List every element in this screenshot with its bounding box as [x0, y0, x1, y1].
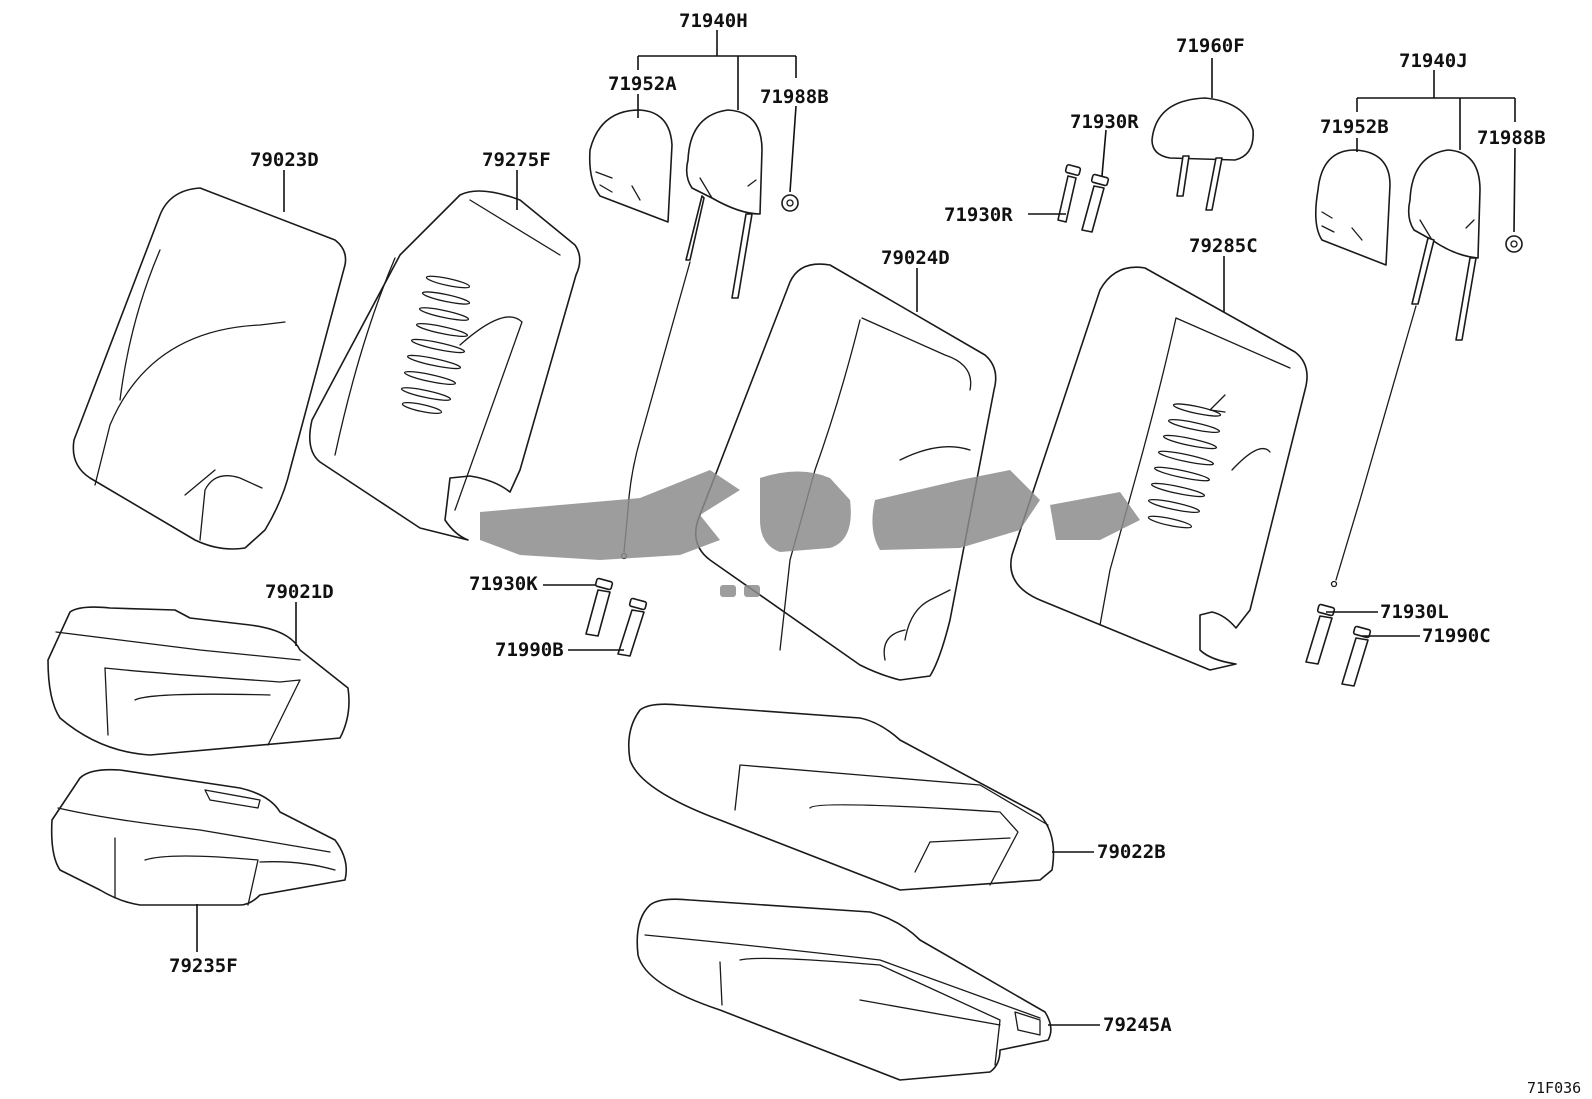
- label-71930l[interactable]: 71930L: [1380, 601, 1449, 623]
- part-71988b-nut-right[interactable]: [1505, 235, 1523, 253]
- label-79023d[interactable]: 79023D: [250, 149, 319, 171]
- part-79275f-left-seatback-pad[interactable]: [309, 190, 581, 541]
- leader-lines: [196, 30, 1516, 1026]
- pad-vent-slots-right: [1147, 403, 1222, 529]
- part-71952a-headrest-cover[interactable]: [588, 109, 673, 223]
- part-71952b-headrest-cover[interactable]: [1314, 149, 1391, 266]
- part-71990b-guide[interactable]: [617, 597, 648, 657]
- label-71960f[interactable]: 71960F: [1176, 35, 1245, 57]
- watermark-logo: [480, 470, 1140, 597]
- label-79245a[interactable]: 79245A: [1103, 1014, 1172, 1036]
- part-79245a-center-cushion-pad[interactable]: [636, 898, 1052, 1081]
- label-71940j[interactable]: 71940J: [1399, 50, 1468, 72]
- part-79285c-right-seatback-pad[interactable]: [1010, 266, 1308, 671]
- label-71930r-upper[interactable]: 71930R: [1070, 111, 1139, 133]
- label-71988b-left[interactable]: 71988B: [760, 86, 829, 108]
- label-71990b[interactable]: 71990B: [495, 639, 564, 661]
- part-79022b-center-cushion-cover[interactable]: [627, 703, 1055, 891]
- pad-vent-slots: [400, 275, 471, 415]
- label-71952a[interactable]: 71952A: [608, 73, 677, 95]
- label-79275f[interactable]: 79275F: [482, 149, 551, 171]
- label-79235f[interactable]: 79235F: [169, 955, 238, 977]
- part-71930l-guide[interactable]: [1305, 603, 1336, 665]
- part-labels: 71940H 71952A 71988B 71960F 71940J 71952…: [169, 10, 1581, 1097]
- label-71952b[interactable]: 71952B: [1320, 116, 1389, 138]
- part-79021d-left-cushion-cover[interactable]: [47, 606, 350, 756]
- label-79285c[interactable]: 79285C: [1189, 235, 1258, 257]
- label-71930k[interactable]: 71930K: [469, 573, 538, 595]
- part-79235f-left-cushion-pad[interactable]: [50, 768, 348, 906]
- label-79022b[interactable]: 79022B: [1097, 841, 1166, 863]
- part-71940j-headrest-right[interactable]: [1330, 149, 1481, 588]
- label-71930r-lower[interactable]: 71930R: [944, 204, 1013, 226]
- part-79023d-left-seatback-cover[interactable]: [72, 187, 347, 550]
- part-71988b-nut-left[interactable]: [781, 194, 799, 212]
- part-71930r-guide-pins[interactable]: [1057, 163, 1110, 233]
- part-71960f-center-headrest[interactable]: [1151, 97, 1254, 211]
- part-71990c-guide[interactable]: [1341, 625, 1372, 687]
- label-79021d[interactable]: 79021D: [265, 581, 334, 603]
- label-71988b-right[interactable]: 71988B: [1477, 127, 1546, 149]
- part-71930k-guide[interactable]: [585, 577, 614, 637]
- drawing-code: 71F036: [1527, 1079, 1581, 1097]
- label-71940h[interactable]: 71940H: [679, 10, 748, 32]
- part-79024d-center-seatback-cover[interactable]: [694, 263, 997, 681]
- label-79024d[interactable]: 79024D: [881, 247, 950, 269]
- label-71990c[interactable]: 71990C: [1422, 625, 1491, 647]
